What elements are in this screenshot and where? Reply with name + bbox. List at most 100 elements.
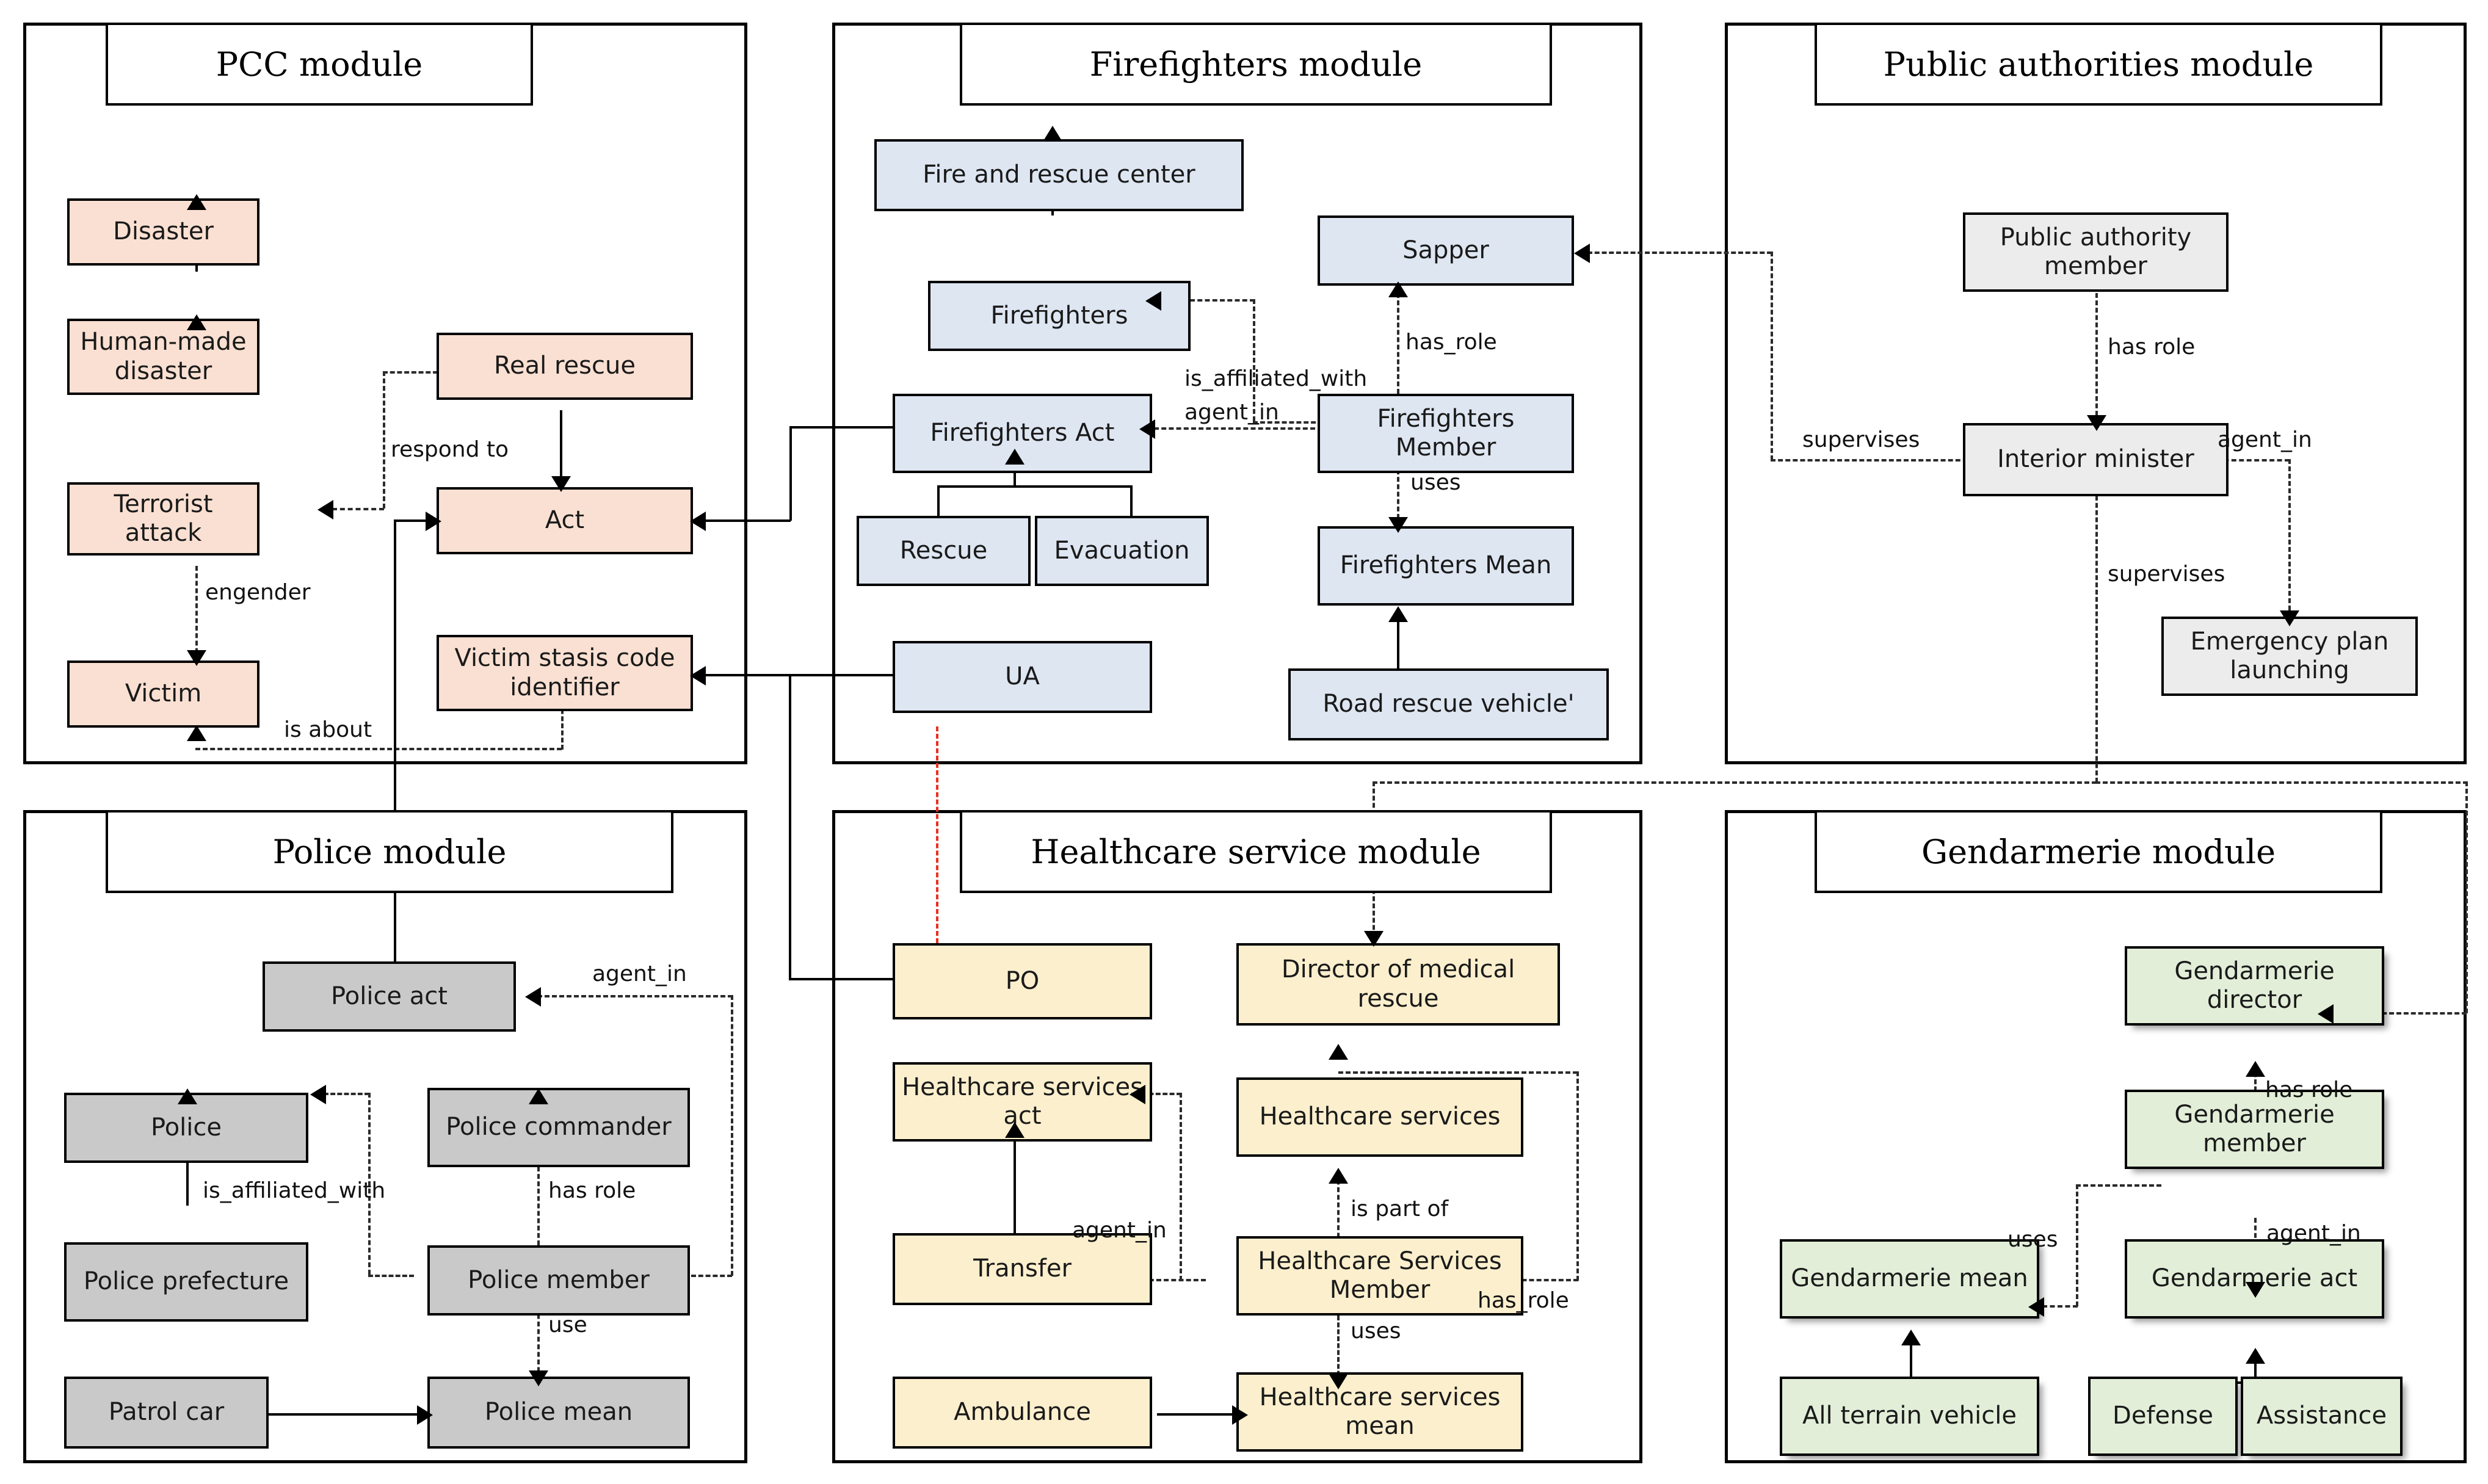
node-label: Gendarmerie mean	[1791, 1264, 2028, 1293]
node-ua[interactable]: UA	[893, 641, 1152, 713]
edge-uses-genmean-h1	[2076, 1184, 2161, 1187]
arrowhead-up	[187, 725, 206, 741]
module-title-pcc: PCC module	[106, 23, 533, 106]
edge-label-supervises: supervises	[1802, 427, 1920, 452]
node-police-mean[interactable]: Police mean	[427, 1377, 690, 1449]
edge-hsmember-to-hsmean	[1337, 1316, 1340, 1383]
arrowhead-up	[2246, 1348, 2265, 1364]
edge-label-is-affiliated-with: is_affiliated_with	[1184, 366, 1368, 391]
edge-uses-genmean-h2	[2042, 1305, 2078, 1308]
arrowhead-down	[1329, 1374, 1348, 1389]
node-public-authority-member[interactable]: Public authority member	[1963, 212, 2229, 292]
arrowhead-down	[1388, 517, 1408, 533]
arrowhead-right	[426, 512, 441, 531]
edge-policeact-feeder-h	[394, 519, 440, 522]
node-label: Director of medical rescue	[1281, 955, 1515, 1013]
node-label: Interior minister	[1997, 445, 2194, 474]
edge-ua-to-victimstasis-h	[696, 674, 894, 676]
node-ambulance[interactable]: Ambulance	[893, 1377, 1152, 1449]
edge-agentin-hsmember-h2	[1142, 1093, 1181, 1095]
arrowhead-left	[1145, 291, 1161, 311]
node-patrol-car[interactable]: Patrol car	[64, 1377, 269, 1449]
node-gendarmerie-director[interactable]: Gendarmerie director	[2125, 946, 2384, 1026]
arrowhead-up	[529, 1088, 548, 1104]
node-label: Rescue	[899, 536, 988, 565]
edge-agentin-minister-h	[2201, 459, 2290, 461]
edge-policeact-feeder-v	[394, 519, 396, 874]
edge-hasrole-v	[1576, 1071, 1579, 1281]
node-firefighters-member[interactable]: Firefighters Member	[1318, 394, 1574, 473]
edge-fork-bar	[937, 485, 1133, 488]
node-healthcare-services-member[interactable]: Healthcare Services Member	[1236, 1236, 1523, 1316]
node-police-commander[interactable]: Police commander	[427, 1088, 690, 1167]
node-healthcare-services[interactable]: Healthcare services	[1236, 1077, 1523, 1157]
node-transfer[interactable]: Transfer	[893, 1233, 1152, 1305]
edge-agentin-ffmember-to-ffact	[1154, 427, 1352, 430]
node-label: Fire and rescue center	[923, 161, 1195, 189]
node-label: Firefighters	[990, 301, 1128, 330]
node-label: Assistance	[2256, 1402, 2387, 1430]
edge-to-gendarmerie-v	[2465, 781, 2468, 1013]
node-po[interactable]: PO	[893, 943, 1152, 1019]
node-all-terrain-vehicle[interactable]: All terrain vehicle	[1780, 1377, 2039, 1456]
arrowhead-up	[1388, 281, 1408, 297]
node-gendarmerie-act[interactable]: Gendarmerie act	[2125, 1239, 2384, 1319]
edge-label-agent-in: agent_in	[1072, 1218, 1167, 1243]
node-disaster[interactable]: Disaster	[67, 198, 259, 266]
node-police-member[interactable]: Police member	[427, 1245, 690, 1316]
edge-isabout-v	[561, 702, 564, 750]
node-gendarmerie-member[interactable]: Gendarmerie member	[2125, 1090, 2384, 1169]
node-act[interactable]: Act	[437, 487, 693, 554]
node-defense[interactable]: Defense	[2088, 1377, 2238, 1456]
node-rescue[interactable]: Rescue	[857, 516, 1031, 586]
node-firefighters-mean[interactable]: Firefighters Mean	[1318, 526, 1574, 606]
node-emergency-plan-launching[interactable]: Emergency plan launching	[2161, 617, 2418, 696]
node-director-of-medical-rescue[interactable]: Director of medical rescue	[1236, 943, 1560, 1026]
arrowhead-left	[1139, 419, 1155, 439]
edge-label-has-role: has role	[2265, 1077, 2353, 1102]
node-real-rescue[interactable]: Real rescue	[437, 333, 693, 400]
node-human-made-disaster[interactable]: Human-made disaster	[67, 319, 259, 395]
node-terrorist-attack[interactable]: Terrorist attack	[67, 482, 259, 556]
node-label: Ambulance	[954, 1398, 1091, 1427]
module-title-gendarmerie: Gendarmerie module	[1815, 810, 2382, 893]
node-sapper[interactable]: Sapper	[1318, 215, 1574, 286]
arrowhead-left	[2318, 1004, 2334, 1024]
edge-label-has-role: has_role	[1405, 330, 1497, 355]
node-evacuation[interactable]: Evacuation	[1035, 516, 1209, 586]
node-road-rescue-vehicle[interactable]: Road rescue vehicle'	[1288, 668, 1609, 740]
node-label: Terrorist attack	[114, 490, 213, 547]
node-victim[interactable]: Victim	[67, 661, 259, 728]
edge-supervises-sapper-v	[1771, 252, 1773, 460]
arrowhead-up	[1901, 1330, 1921, 1345]
node-police-prefecture[interactable]: Police prefecture	[64, 1242, 308, 1322]
node-police-act[interactable]: Police act	[263, 961, 516, 1032]
node-fire-and-rescue-center[interactable]: Fire and rescue center	[874, 139, 1244, 211]
edge-to-gendarmerie-h	[2095, 781, 2468, 784]
node-assistance[interactable]: Assistance	[2241, 1377, 2403, 1456]
edge-patrolcar-to-policemean	[263, 1413, 430, 1416]
edge-fork-left	[937, 485, 940, 516]
module-title-text: Gendarmerie module	[1921, 832, 2276, 871]
node-label: Victim	[125, 679, 202, 708]
arrowhead-down	[2246, 1282, 2265, 1298]
node-healthcare-services-mean[interactable]: Healthcare services mean	[1236, 1372, 1523, 1452]
node-interior-minister[interactable]: Interior minister	[1963, 423, 2229, 496]
node-gendarmerie-mean[interactable]: Gendarmerie mean	[1780, 1239, 2039, 1319]
module-title-police: Police module	[106, 810, 673, 893]
arrowhead-up	[187, 314, 206, 330]
edge-supervises-director-h	[1373, 781, 2097, 784]
node-label: All terrain vehicle	[1802, 1402, 2017, 1430]
edge-atv-to-genmean	[1910, 1334, 1912, 1383]
node-label: Defense	[2113, 1402, 2213, 1430]
arrowhead-down	[2280, 610, 2299, 626]
node-label: Healthcare services mean	[1259, 1383, 1501, 1440]
edge-agentin-policemember-h2	[691, 1275, 732, 1277]
arrowhead-left	[525, 987, 541, 1007]
node-label: Disaster	[113, 217, 214, 246]
arrowhead-up	[2246, 1061, 2265, 1077]
node-label: Evacuation	[1054, 536, 1190, 565]
node-victim-stasis-code-identifier[interactable]: Victim stasis code identifier	[437, 635, 693, 711]
arrowhead-down	[1364, 931, 1384, 947]
edge-ffact-to-act-v	[789, 426, 792, 521]
